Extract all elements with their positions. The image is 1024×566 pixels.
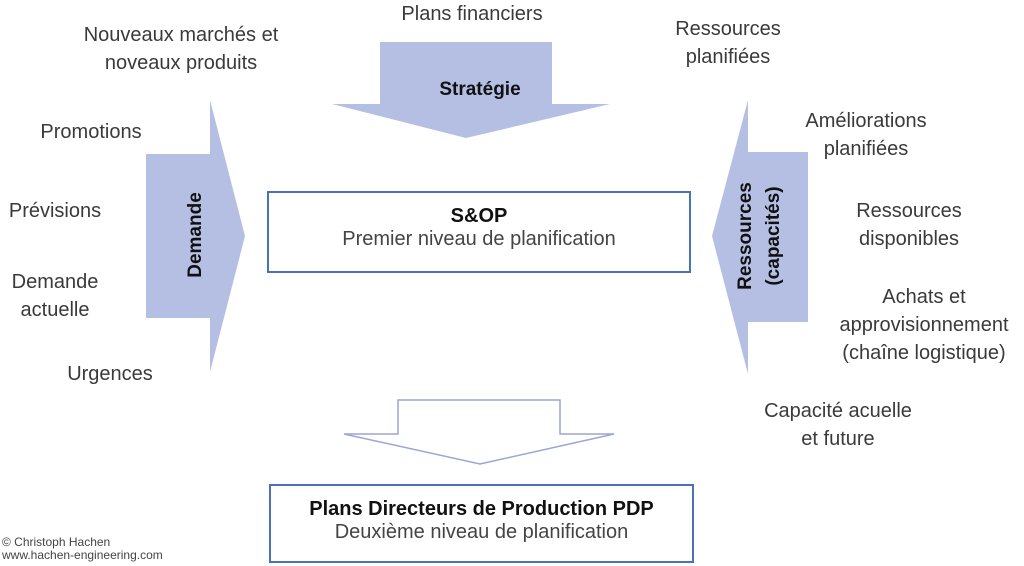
sop-box-title: S&OP xyxy=(450,205,508,227)
pdp-box-title: Plans Directeurs de Production PDP xyxy=(309,498,654,520)
resources-arrow-label: Ressources (capacités) xyxy=(732,176,788,296)
resources-input-planned: Ressources planifiées xyxy=(675,18,781,68)
transition-arrow xyxy=(343,399,615,465)
demand-input-emergencies: Urgences xyxy=(67,363,153,385)
strategy-arrow-label: Stratégie xyxy=(439,79,521,100)
resources-input-improvements: Améliorations planifiées xyxy=(805,110,927,160)
credit-website: www.hachen-engineering.com xyxy=(2,548,163,562)
demand-input-promotions: Promotions xyxy=(40,121,142,143)
pdp-box: Plans Directeurs de Production PDP Deuxi… xyxy=(269,484,694,563)
demand-input-new-markets: Nouveaux marchés et noveaux produits xyxy=(83,24,279,74)
demand-arrow-label: Demande xyxy=(185,192,206,278)
pdp-box-subtitle: Deuxième niveau de planification xyxy=(334,521,629,543)
demand-input-forecasts: Prévisions xyxy=(8,200,102,222)
copyright-credit: © Christoph Hachen www.hachen-engineerin… xyxy=(2,536,163,562)
resources-label-line-1: Ressources xyxy=(735,182,756,290)
strategy-input-label: Plans financiers xyxy=(401,3,543,25)
resources-input-purchasing: Achats et approvisionnement (chaîne logi… xyxy=(839,286,1009,364)
sop-box: S&OP Premier niveau de planification xyxy=(267,191,691,273)
demand-arrow xyxy=(146,100,245,372)
resources-input-available: Ressources disponibles xyxy=(856,200,962,250)
sop-box-subtitle: Premier niveau de planification xyxy=(342,228,616,250)
resources-input-capacity: Capacité acuelle et future xyxy=(764,400,912,450)
strategy-arrow xyxy=(332,42,610,138)
resources-label-line-2: (capacités) xyxy=(763,186,784,286)
demand-input-actual-demand: Demande actuelle xyxy=(11,271,99,321)
resources-arrow xyxy=(712,100,808,374)
credit-author: © Christoph Hachen xyxy=(2,535,111,549)
